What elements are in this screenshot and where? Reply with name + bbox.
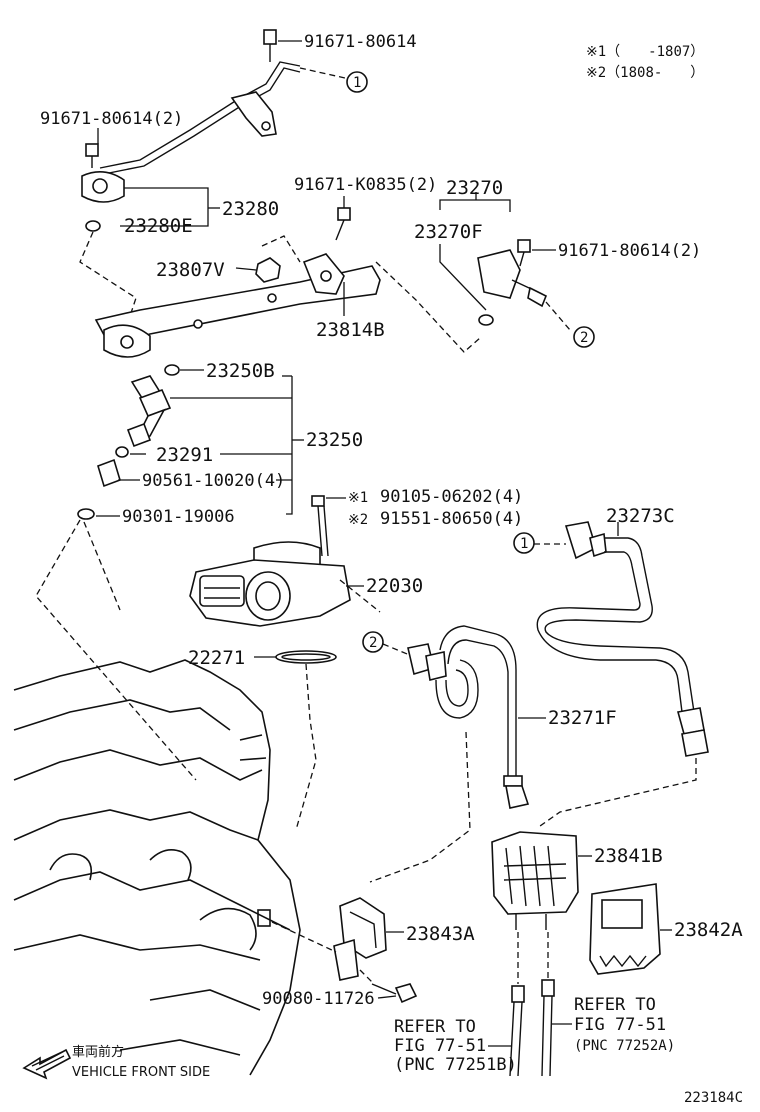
bolt-90105	[311, 495, 329, 557]
callout-1-bottom	[513, 532, 535, 554]
label-23841b: 23841B	[594, 845, 663, 867]
callout-1-bottom-text: 1	[520, 536, 528, 552]
vehicle-front-en: VEHICLE FRONT SIDE	[72, 1065, 210, 1080]
o-ring-23250b	[164, 364, 180, 376]
bolt-91671-80614-right	[517, 239, 531, 267]
label-23273c: 23273C	[606, 505, 675, 527]
label-91551: 91551-80650(4)	[380, 509, 523, 529]
fuel-hose-23271f	[407, 625, 530, 809]
engine-block-outline	[13, 659, 301, 1076]
ref-77252a-line1: REFER TO	[574, 995, 656, 1015]
insulator-90561	[97, 458, 121, 488]
figure-id: 223184C	[684, 1090, 743, 1106]
label-91671-k0835: 91671-K0835(2)	[294, 175, 437, 195]
fuel-hose-23273c	[536, 521, 709, 757]
callout-1-top-text: 1	[353, 75, 361, 91]
cover-23842a	[589, 883, 661, 975]
label-22271: 22271	[188, 647, 245, 669]
label-90105: 90105-06202(4)	[380, 487, 523, 507]
callout-2-top	[573, 326, 595, 348]
label-23250: 23250	[306, 429, 363, 451]
label-23280e: 23280E	[124, 215, 193, 237]
label-23842a: 23842A	[674, 919, 743, 941]
label-23280: 23280	[222, 198, 279, 220]
label-90301: 90301-19006	[122, 507, 235, 527]
label-23270: 23270	[446, 177, 503, 199]
nut-23807v	[255, 257, 281, 283]
note-2: ※2（1808- ）	[586, 65, 704, 81]
ref-77251b-line3: (PNC 77251B)	[394, 1055, 517, 1075]
label-23270f: 23270F	[414, 221, 483, 243]
front-arrow-icon	[22, 1048, 72, 1080]
label-23814b: 23814B	[316, 319, 385, 341]
bolt-91671-80614-left	[85, 143, 99, 168]
bolt-91671-80614-top	[263, 29, 277, 62]
clamp-23843a	[333, 897, 387, 981]
injector-23250	[126, 375, 172, 448]
sensor-23270	[477, 249, 548, 308]
o-ring-23280e	[85, 220, 101, 232]
vehicle-front-jp: 車両前方	[72, 1044, 124, 1060]
fuel-rail-23814b	[94, 253, 381, 358]
label-23250b: 23250B	[206, 360, 275, 382]
o-ring-90301	[77, 508, 95, 520]
callout-2-top-text: 2	[580, 330, 588, 346]
label-23843a: 23843A	[406, 923, 475, 945]
callout-2-bottom-text: 2	[369, 635, 377, 651]
callout-1-top	[346, 71, 368, 93]
label-90561: 90561-10020(4)	[142, 471, 285, 491]
label-91671-80614-2-right: 91671-80614(2)	[558, 241, 701, 261]
callout-2-bottom	[362, 631, 384, 653]
label-23807v: 23807V	[156, 259, 225, 281]
label-91671-80614-top: 91671-80614	[304, 32, 417, 52]
ref-77251b-line1: REFER TO	[394, 1017, 476, 1037]
bolt-91671-k0835	[335, 207, 351, 241]
note-1: ※1（ -1807）	[586, 44, 704, 60]
bolt-90080-11726	[371, 983, 418, 1004]
o-ring-23270f	[478, 314, 494, 326]
label-23271f: 23271F	[548, 707, 617, 729]
ref-77252a-line3: (PNC 77252A)	[574, 1038, 675, 1054]
mark-90105: ※1	[348, 490, 368, 506]
label-23291: 23291	[156, 444, 213, 466]
gasket-22271	[275, 650, 337, 664]
throttle-body-22030	[189, 541, 351, 627]
label-91671-80614-2-left: 91671-80614(2)	[40, 109, 183, 129]
fuel-pipe-lower	[509, 979, 555, 1077]
grommet-23291	[115, 446, 129, 458]
fuel-pipe-23280	[81, 61, 346, 203]
mark-91551: ※2	[348, 512, 368, 528]
ref-77252a-line2: FIG 77-51	[574, 1015, 666, 1035]
label-90080: 90080-11726	[262, 989, 375, 1009]
ref-77251b-line2: FIG 77-51	[394, 1036, 486, 1056]
label-22030: 22030	[366, 575, 423, 597]
bracket-23841b	[491, 831, 579, 930]
